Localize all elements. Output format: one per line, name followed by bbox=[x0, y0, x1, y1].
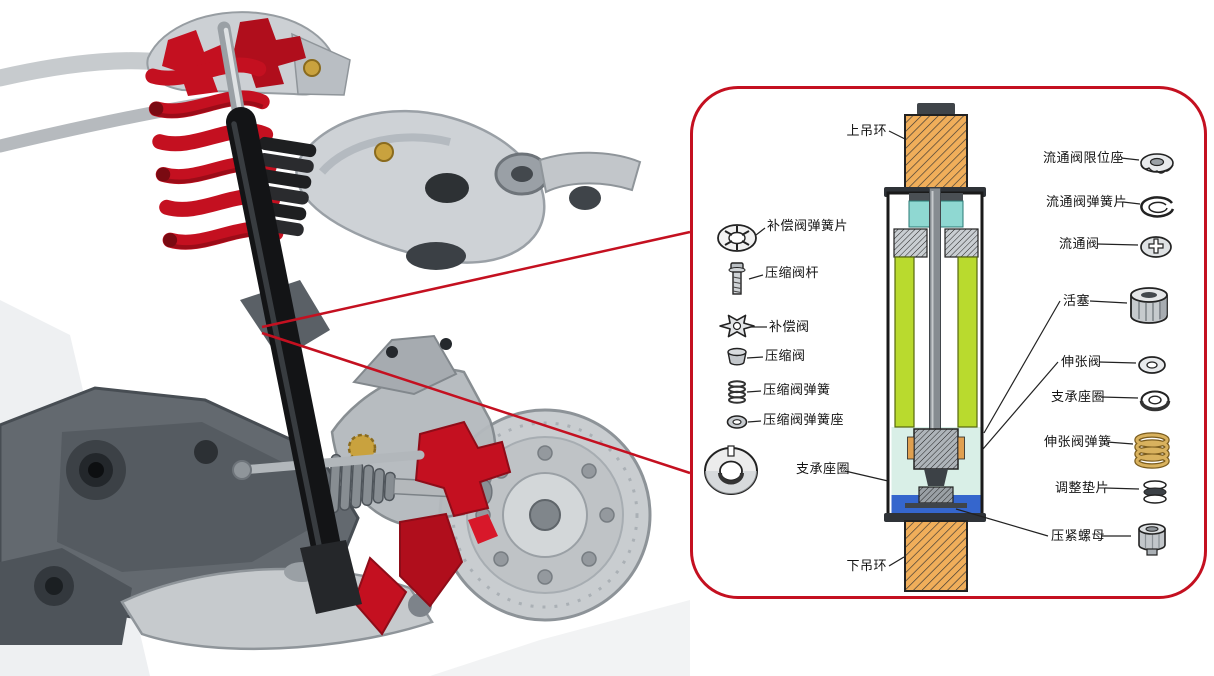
rubber-stop bbox=[425, 173, 469, 203]
label-lower-eye-ring: 下吊环 bbox=[846, 558, 887, 573]
label-upper-eye-ring: 上吊环 bbox=[846, 123, 887, 138]
piston-rod bbox=[929, 187, 941, 442]
damper-body-cutaway bbox=[884, 103, 986, 592]
ball-joint bbox=[406, 242, 466, 270]
hub-center bbox=[529, 499, 561, 531]
label-compression-valve-stem: 压缩阀杆 bbox=[765, 265, 819, 280]
label-compression-valve-spring: 压缩阀弹簧 bbox=[763, 382, 831, 397]
background-wash-bottom bbox=[430, 600, 690, 676]
piston-nut bbox=[924, 469, 948, 486]
pressure-tube-left-wall bbox=[894, 256, 915, 428]
coil-spring-icon bbox=[1134, 432, 1170, 469]
piston-pointer-line bbox=[983, 300, 1061, 434]
label-compression-valve: 压缩阀 bbox=[765, 348, 806, 363]
label-adjusting-shims: 调整垫片 bbox=[1055, 480, 1109, 495]
shock-absorber-callout-panel: 上吊环 下吊环 补偿阀弹簧片 压缩阀杆 补偿阀 压缩阀 压缩阀弹簧 压缩阀弹簧座… bbox=[690, 86, 1207, 599]
label-piston: 活塞 bbox=[1063, 293, 1090, 308]
label-flow-valve: 流通阀 bbox=[1059, 236, 1100, 251]
label-compensation-valve-spring-plate: 补偿阀弹簧片 bbox=[767, 218, 848, 233]
bolt-icon bbox=[728, 262, 746, 295]
bolt-head-icon bbox=[303, 59, 321, 77]
split-support-race-icon bbox=[704, 445, 758, 495]
pressure-tube-right-wall bbox=[957, 256, 978, 428]
shock-absorber-cutaway-diagram: 上吊环 下吊环 补偿阀弹簧片 压缩阀杆 补偿阀 压缩阀 压缩阀弹簧 压缩阀弹簧座… bbox=[704, 103, 1175, 592]
upper-control-arm bbox=[295, 109, 642, 270]
washer-icon bbox=[1138, 356, 1166, 374]
rebound-valve-pointer-line bbox=[982, 361, 1059, 450]
limit-seat-icon bbox=[1140, 153, 1174, 174]
adjusting-shims-icon bbox=[1143, 480, 1167, 504]
strut-lower-bracket bbox=[300, 540, 362, 614]
spring-seat-ring-icon bbox=[726, 415, 748, 429]
rod-end-nut bbox=[917, 103, 955, 115]
suspension-photo-illustration bbox=[0, 11, 690, 676]
strut-top-mount bbox=[146, 11, 351, 96]
valve-spring-plate-icon bbox=[1140, 196, 1175, 218]
bottom-cap bbox=[884, 513, 986, 522]
label-support-race-right: 支承座圈 bbox=[1051, 389, 1105, 404]
label-flow-valve-limit-seat: 流通阀限位座 bbox=[1043, 150, 1124, 165]
label-rebound-valve: 伸张阀 bbox=[1061, 354, 1102, 369]
support-race-icon bbox=[1139, 390, 1171, 412]
label-compression-valve-spring-seat: 压缩阀弹簧座 bbox=[763, 412, 844, 427]
mount-red-section bbox=[162, 30, 238, 96]
label-rebound-valve-spring: 伸张阀弹簧 bbox=[1044, 434, 1112, 449]
clamp-nut-pointer-line bbox=[955, 508, 1049, 537]
subframe bbox=[0, 280, 360, 645]
label-clamp-nut: 压紧螺母 bbox=[1051, 528, 1105, 543]
spoked-disc-icon bbox=[717, 224, 757, 252]
star-valve-icon bbox=[719, 314, 755, 338]
bolt-head-icon bbox=[374, 142, 394, 162]
valve-cap-icon bbox=[727, 347, 747, 366]
flow-valve-disc-icon bbox=[1140, 236, 1172, 258]
piston-sleeve-icon bbox=[1130, 287, 1168, 324]
annotation-lines bbox=[746, 130, 1141, 567]
small-coil-spring-icon bbox=[728, 380, 746, 404]
label-support-race-left: 支承座圈 bbox=[796, 461, 850, 476]
label-compensation-valve: 补偿阀 bbox=[769, 319, 810, 334]
label-flow-valve-spring-plate: 流通阀弹簧片 bbox=[1046, 194, 1127, 209]
clamp-nut-icon bbox=[1138, 523, 1166, 556]
